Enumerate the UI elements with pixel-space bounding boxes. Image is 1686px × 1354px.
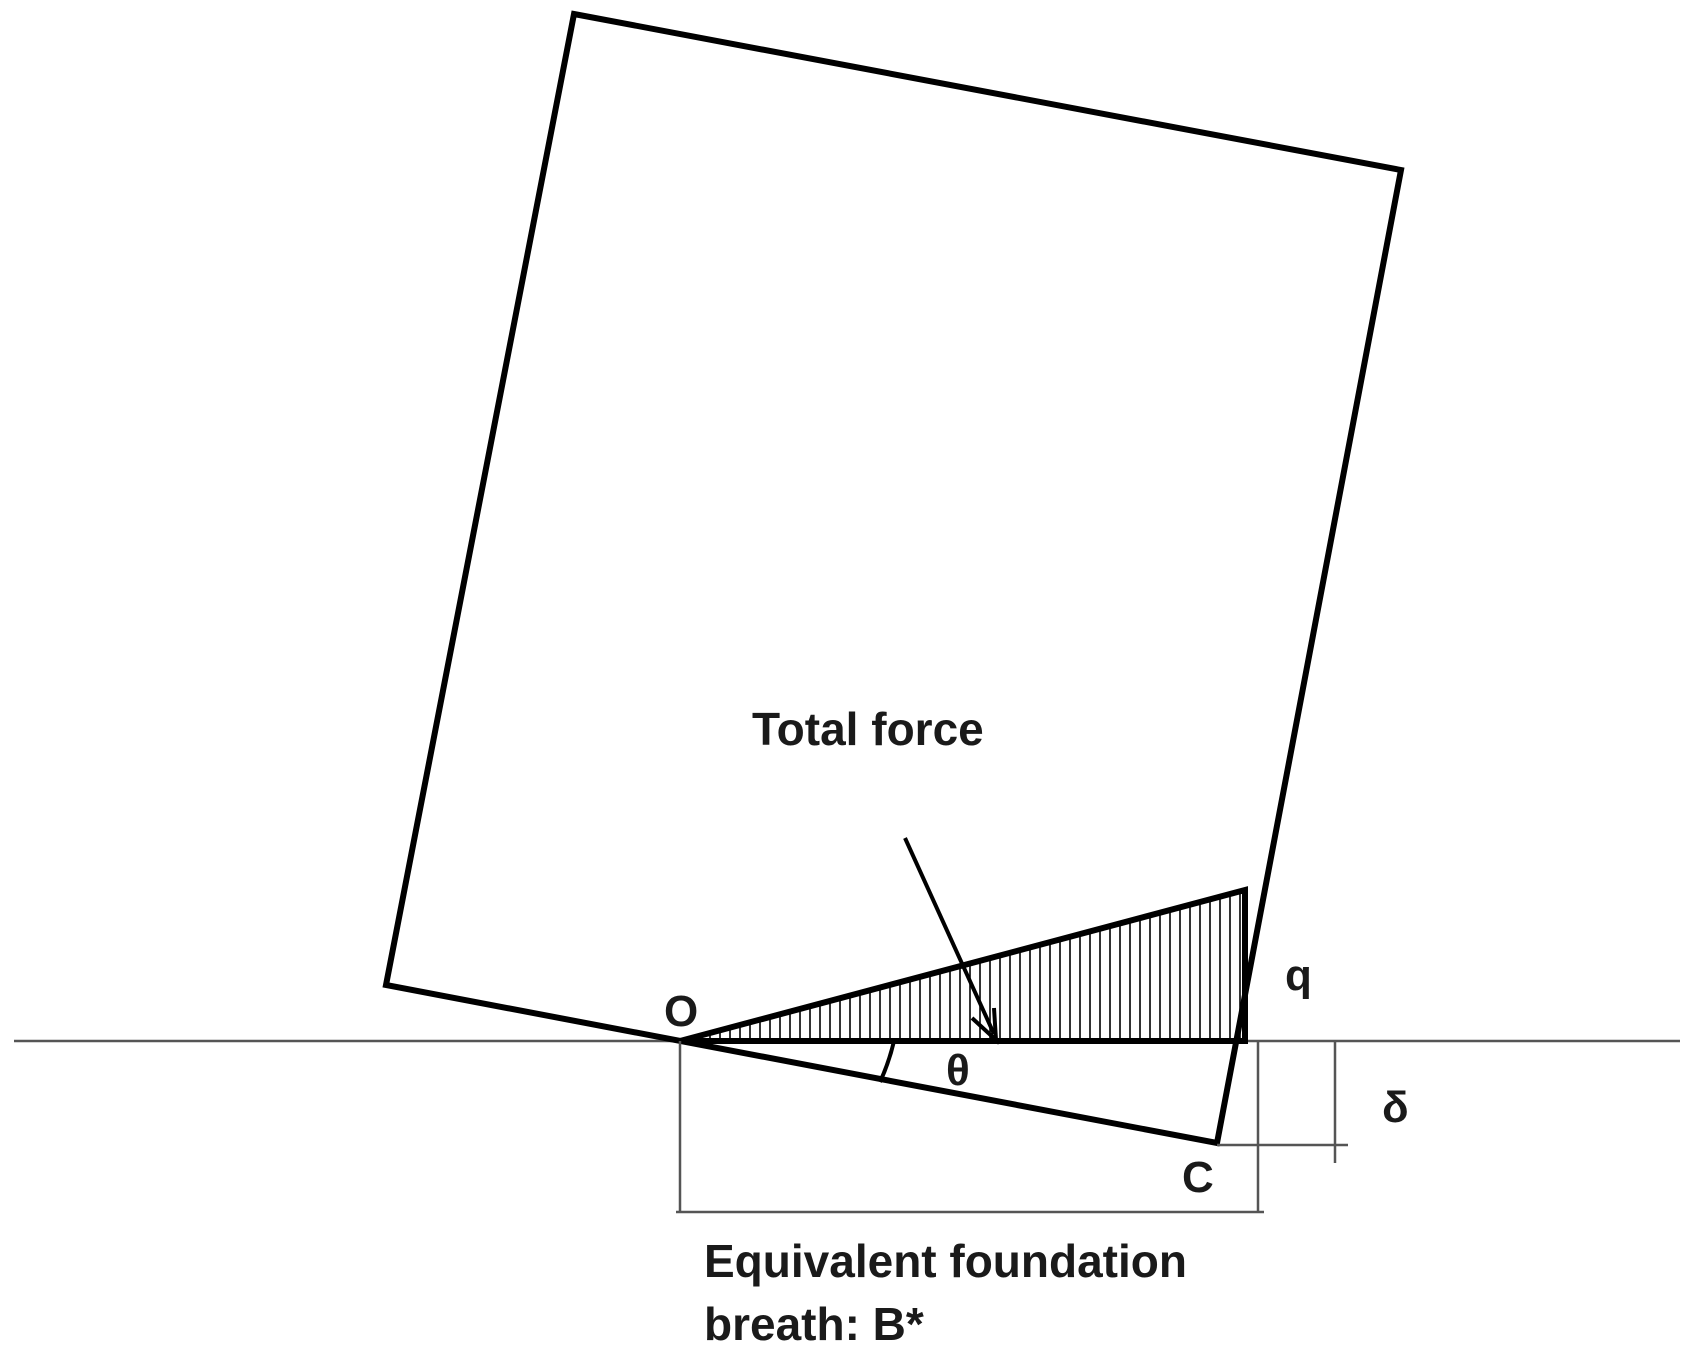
point-o-label: O [664, 987, 698, 1036]
tilted-block [382, 10, 1405, 1147]
foundation-breadth-dimension [676, 1041, 1264, 1214]
angle-theta-label: θ [946, 1046, 970, 1095]
foundation-label-line2: breath: B* [704, 1298, 924, 1350]
foundation-label-line1: Equivalent foundation [704, 1235, 1187, 1287]
settlement-delta-label: δ [1382, 1083, 1409, 1132]
point-c-label: C [1182, 1153, 1214, 1202]
stress-hatching [689, 891, 1241, 1041]
point-q-label: q [1285, 951, 1312, 1000]
angle-arc [878, 1040, 896, 1083]
total-force-arrow [903, 837, 999, 1045]
settlement-dimension [1217, 1041, 1348, 1163]
total-force-label: Total force [752, 703, 984, 755]
